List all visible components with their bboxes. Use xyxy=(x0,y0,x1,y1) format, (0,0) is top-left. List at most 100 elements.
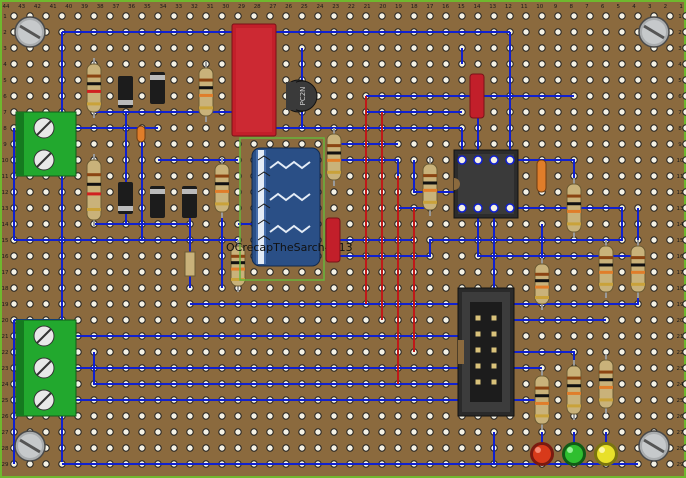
board-hole xyxy=(666,140,674,148)
column-number-label: 17 xyxy=(426,4,433,10)
board-hole xyxy=(426,12,434,20)
board-hole xyxy=(106,204,114,212)
board-hole xyxy=(314,140,322,148)
board-hole xyxy=(554,140,562,148)
board-hole xyxy=(42,252,50,260)
board-hole xyxy=(650,300,658,308)
board-hole xyxy=(330,204,338,212)
resistor xyxy=(534,370,550,430)
column-number-label: 4 xyxy=(632,4,636,10)
board-hole xyxy=(170,140,178,148)
row-number-label: 13 xyxy=(677,206,684,212)
row-number-label: 11 xyxy=(2,174,9,180)
board-hole xyxy=(10,252,18,260)
board-hole xyxy=(570,12,578,20)
board-hole xyxy=(554,76,562,84)
row-number-label: 13 xyxy=(2,206,9,212)
board-hole xyxy=(666,12,674,20)
board-hole xyxy=(170,76,178,84)
board-hole xyxy=(458,76,466,84)
board-hole xyxy=(554,268,562,276)
board-hole xyxy=(458,220,466,228)
board-hole xyxy=(634,76,642,84)
board-hole xyxy=(618,140,626,148)
row-number-label: 24 xyxy=(2,382,9,388)
board-hole xyxy=(554,444,562,452)
small-capacitor xyxy=(469,73,485,119)
resistor xyxy=(422,158,438,216)
board-hole xyxy=(426,268,434,276)
board-hole xyxy=(570,140,578,148)
board-hole xyxy=(42,60,50,68)
board-hole xyxy=(282,444,290,452)
board-hole xyxy=(618,316,626,324)
board-hole xyxy=(602,12,610,20)
board-hole xyxy=(170,268,178,276)
board-hole xyxy=(202,428,210,436)
board-hole xyxy=(426,44,434,52)
board-hole xyxy=(266,12,274,20)
board-hole xyxy=(570,332,578,340)
board-hole xyxy=(602,76,610,84)
ic-pin xyxy=(457,203,467,213)
row-numbers-left: 1234567891011121314151617181920212223242… xyxy=(2,14,9,468)
board-hole xyxy=(554,44,562,52)
row-number-label: 7 xyxy=(678,110,682,116)
board-hole xyxy=(618,268,626,276)
row-number-label: 14 xyxy=(2,222,9,228)
board-hole xyxy=(106,412,114,420)
board-hole xyxy=(586,172,594,180)
board-hole xyxy=(634,188,642,196)
board-hole xyxy=(138,44,146,52)
board-hole xyxy=(186,172,194,180)
row-number-label: 28 xyxy=(677,446,684,452)
board-hole xyxy=(186,76,194,84)
board-hole xyxy=(90,284,98,292)
board-hole xyxy=(474,12,482,20)
board-hole xyxy=(522,12,530,20)
board-hole xyxy=(618,188,626,196)
board-hole xyxy=(314,428,322,436)
board-hole xyxy=(74,12,82,20)
board-hole xyxy=(106,172,114,180)
header-pin xyxy=(475,315,481,321)
board-hole xyxy=(442,140,450,148)
board-hole xyxy=(26,60,34,68)
column-number-label: 26 xyxy=(285,4,292,10)
board-hole xyxy=(490,12,498,20)
board-hole xyxy=(618,380,626,388)
board-hole xyxy=(586,364,594,372)
board-hole xyxy=(154,252,162,260)
board-hole xyxy=(154,412,162,420)
board-hole xyxy=(442,428,450,436)
row-number-label: 9 xyxy=(678,142,682,148)
board-hole xyxy=(570,76,578,84)
board-hole xyxy=(442,156,450,164)
board-hole xyxy=(154,444,162,452)
board-hole xyxy=(410,76,418,84)
led-yellow xyxy=(594,442,618,466)
board-hole xyxy=(442,44,450,52)
board-hole xyxy=(426,428,434,436)
resistor-group xyxy=(86,58,646,430)
board-hole xyxy=(442,348,450,356)
board-hole xyxy=(410,12,418,20)
board-hole xyxy=(522,268,530,276)
board-hole xyxy=(122,252,130,260)
board-hole xyxy=(154,268,162,276)
board-hole xyxy=(618,332,626,340)
board-hole xyxy=(282,268,290,276)
resistor xyxy=(630,240,646,298)
board-hole xyxy=(650,252,658,260)
board-hole xyxy=(522,76,530,84)
board-hole xyxy=(602,92,610,100)
board-hole xyxy=(218,412,226,420)
board-hole xyxy=(10,76,18,84)
board-hole xyxy=(170,172,178,180)
board-hole xyxy=(618,44,626,52)
board-hole xyxy=(666,188,674,196)
board-hole xyxy=(266,316,274,324)
board-hole xyxy=(138,12,146,20)
board-hole xyxy=(442,268,450,276)
row-number-label: 19 xyxy=(677,302,684,308)
